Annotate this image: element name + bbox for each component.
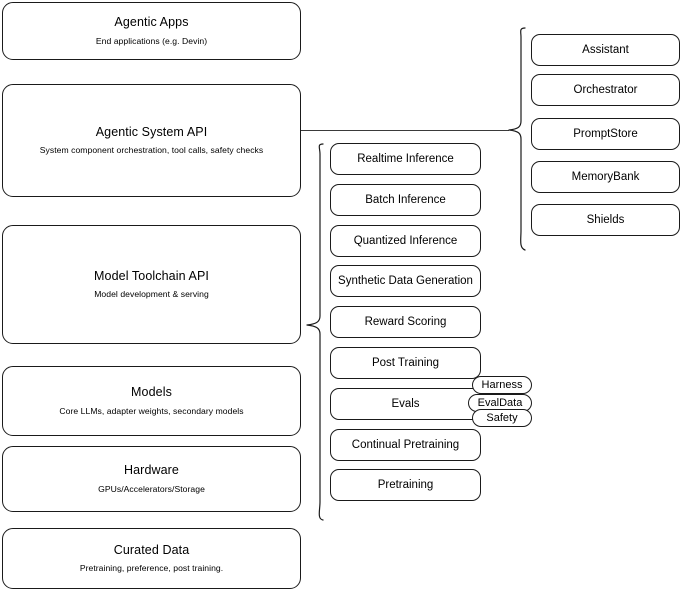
agentic-system-connector-line [301,130,509,131]
agentic-component-shields[interactable]: Shields [531,204,680,236]
layer-title: Model Toolchain API [94,268,209,283]
chip-label: Batch Inference [365,194,446,206]
eval-tag-harness[interactable]: Harness [472,376,532,394]
layer-subtitle: Model development & serving [94,289,209,300]
layer-subtitle: Core LLMs, adapter weights, secondary mo… [59,405,244,416]
stack-layer-curated-data[interactable]: Curated Data Pretraining, preference, po… [2,528,301,589]
toolchain-components-brace [303,142,325,522]
toolchain-component-post-training[interactable]: Post Training [330,347,481,379]
pill-label: EvalData [477,397,523,409]
layer-title: Agentic Apps [114,15,189,30]
stack-layer-models[interactable]: Models Core LLMs, adapter weights, secon… [2,366,301,436]
layer-subtitle: Pretraining, preference, post training. [79,563,224,574]
chip-label: Continual Pretraining [351,439,460,451]
stack-layer-agentic-apps[interactable]: Agentic Apps End applications (e.g. Devi… [2,2,301,60]
chip-label: Reward Scoring [364,316,447,328]
pill-label: Safety [486,412,518,424]
chip-label: Synthetic Data Generation [338,275,473,287]
layer-title: Agentic System API [95,124,208,139]
toolchain-component-evals[interactable]: Evals [330,388,481,420]
chip-label: Pretraining [377,479,434,491]
agentic-component-assistant[interactable]: Assistant [531,34,680,66]
chip-label: Orchestrator [573,84,638,96]
pill-label: Harness [481,379,523,391]
stack-layer-model-toolchain-api[interactable]: Model Toolchain API Model development & … [2,225,301,344]
chip-label: MemoryBank [571,171,640,183]
layer-title: Curated Data [113,542,190,557]
toolchain-component-realtime-inference[interactable]: Realtime Inference [330,143,481,175]
agentic-component-memorybank[interactable]: MemoryBank [531,161,680,193]
stack-layer-agentic-system-api[interactable]: Agentic System API System component orch… [2,84,301,197]
layer-subtitle: System component orchestration, tool cal… [39,145,264,156]
chip-label: PromptStore [573,128,638,140]
toolchain-component-pretraining[interactable]: Pretraining [330,469,481,501]
agentic-components-brace [505,26,527,252]
chip-label: Quantized Inference [353,235,458,247]
chip-label: Realtime Inference [357,153,454,165]
toolchain-component-synthetic-data-generation[interactable]: Synthetic Data Generation [330,265,481,297]
toolchain-component-continual-pretraining[interactable]: Continual Pretraining [330,429,481,461]
layer-subtitle: GPUs/Accelerators/Storage [98,483,205,494]
layer-title: Hardware [124,463,179,478]
agentic-component-promptstore[interactable]: PromptStore [531,118,680,150]
chip-label: Evals [391,398,420,410]
eval-tag-safety[interactable]: Safety [472,409,532,427]
layer-title: Models [131,385,172,400]
chip-label: Assistant [582,44,629,56]
toolchain-component-quantized-inference[interactable]: Quantized Inference [330,225,481,257]
stack-layer-hardware[interactable]: Hardware GPUs/Accelerators/Storage [2,446,301,512]
chip-label: Post Training [371,357,440,369]
agentic-component-orchestrator[interactable]: Orchestrator [531,74,680,106]
chip-label: Shields [586,214,625,226]
toolchain-component-batch-inference[interactable]: Batch Inference [330,184,481,216]
layer-subtitle: End applications (e.g. Devin) [95,35,208,46]
toolchain-component-reward-scoring[interactable]: Reward Scoring [330,306,481,338]
